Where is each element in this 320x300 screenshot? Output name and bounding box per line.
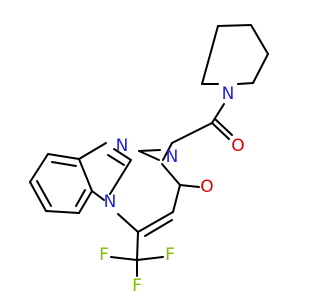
bond	[36, 180, 52, 207]
bond	[51, 161, 77, 167]
bond	[117, 213, 139, 233]
atom-label-nitrogen: N	[104, 192, 117, 212]
bond	[172, 184, 181, 213]
bond	[144, 219, 173, 237]
bond	[107, 154, 125, 166]
bond	[45, 210, 80, 214]
bond	[78, 142, 107, 160]
bond	[29, 181, 47, 212]
bond	[109, 159, 132, 195]
atom-label-oxygen: O	[200, 177, 213, 197]
bond	[214, 118, 233, 136]
bond	[136, 231, 139, 261]
atom-label-fluorine: F	[132, 276, 142, 296]
atom-label-fluorine: F	[165, 245, 175, 265]
bond	[179, 184, 200, 188]
bond	[211, 122, 230, 140]
bond	[91, 190, 105, 201]
bond	[217, 24, 252, 27]
bond	[171, 122, 213, 144]
bond	[252, 53, 269, 84]
bond	[138, 150, 160, 161]
bond	[161, 163, 181, 186]
bond	[237, 82, 254, 85]
bond	[136, 256, 164, 261]
bonds	[29, 24, 269, 277]
bond	[137, 211, 174, 233]
bond	[113, 148, 132, 161]
bond	[211, 103, 225, 124]
atom-label-oxygen: O	[231, 136, 244, 156]
atom-label-fluorine: F	[99, 245, 109, 265]
bond	[78, 158, 93, 192]
bond	[201, 25, 219, 85]
bond	[138, 149, 161, 152]
molecule-structure: N O N N N O F F F	[29, 24, 269, 296]
bond	[78, 190, 93, 214]
atom-label-nitrogen: N	[222, 84, 235, 104]
bond	[29, 153, 49, 183]
bond	[47, 153, 80, 160]
atom-labels: N O N N N O F F F	[99, 84, 245, 296]
bond	[250, 24, 269, 55]
atom-label-nitrogen: N	[116, 136, 129, 156]
bond	[162, 142, 173, 161]
bond	[75, 189, 86, 207]
bond	[110, 256, 138, 261]
atom-label-nitrogen: N	[166, 147, 179, 167]
